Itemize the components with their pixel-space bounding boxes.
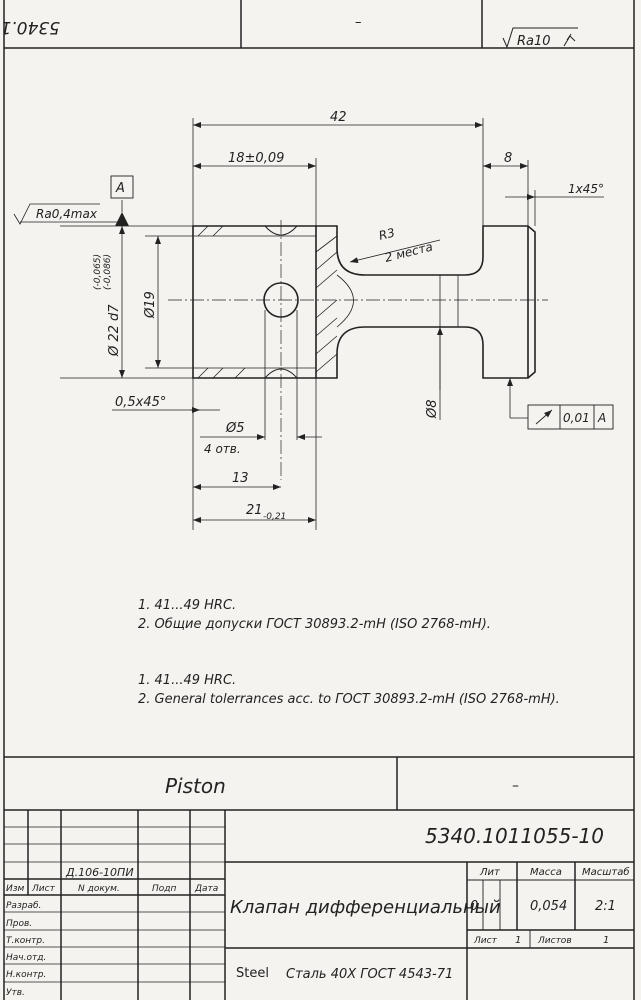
- datum-a-label: A: [115, 181, 125, 196]
- lit-value: 0: [470, 899, 478, 914]
- dia-8: Ø8: [425, 399, 440, 419]
- role-razrab: Разраб.: [6, 901, 41, 911]
- roughness-general: Ra10: [517, 34, 551, 49]
- header-data: Дата: [194, 884, 218, 894]
- header-podp: Подп: [152, 884, 176, 894]
- runout-datum: A: [597, 411, 606, 425]
- chamfer-1x45: 1x45°: [568, 182, 604, 196]
- dia-19: Ø19: [143, 291, 158, 319]
- role-nachotd: Нач.отд.: [6, 953, 46, 963]
- dim-21-tol: -0,21: [263, 512, 286, 522]
- piston-outline: [192, 225, 536, 379]
- note-en-2: 2. General tolerrances acc. to ГОСТ 3089…: [138, 692, 560, 707]
- title-name-en: Piston: [165, 774, 226, 798]
- sheets-value: 1: [603, 935, 609, 946]
- role-nkontr: Н.контр.: [6, 970, 46, 980]
- dim-21: 21: [246, 503, 263, 518]
- radius-note: 2 места: [383, 240, 434, 265]
- sheet-label: Лист: [473, 936, 498, 946]
- dia-5: Ø5: [225, 421, 245, 436]
- top-dash: –: [355, 15, 362, 30]
- sheets-label: Листов: [537, 936, 572, 946]
- note-en-1: 1. 41...49 HRC.: [138, 673, 236, 688]
- dia-22-tol-upper: (-0,065): [93, 254, 103, 290]
- header-n-dokum: N докум.: [78, 884, 120, 894]
- dim-8: 8: [504, 151, 512, 166]
- mass-label: Масса: [530, 867, 562, 878]
- scale-value: 2:1: [595, 899, 616, 914]
- radius-r3: R3: [377, 225, 396, 242]
- dim-18: 18±0,09: [228, 151, 284, 166]
- header-list: Лист: [31, 884, 56, 894]
- mass-value: 0,054: [530, 899, 567, 914]
- sheet-value: 1: [515, 935, 521, 946]
- roughness-general-symbol: [502, 27, 578, 49]
- dim-13: 13: [232, 471, 249, 486]
- top-doc-number: 5340.1011055-10: [0, 17, 60, 37]
- author-code: Д.106-10ПИ: [65, 866, 134, 879]
- role-utv: Утв.: [6, 988, 25, 998]
- runout-value: 0,01: [563, 411, 590, 425]
- lit-label: Лит: [479, 867, 501, 878]
- material-en: Steel: [236, 966, 269, 981]
- role-tkontr: Т.контр.: [6, 936, 45, 946]
- chamfer-05: 0,5x45°: [115, 395, 166, 410]
- dia-22-tol-lower: (-0,086): [103, 254, 113, 290]
- role-prov: Пров.: [6, 919, 32, 929]
- dim-42: 42: [330, 110, 347, 125]
- title-block: [4, 756, 634, 1000]
- note-ru-2: 2. Общие допуски ГОСТ 30893.2-mH (ISO 27…: [138, 617, 491, 632]
- material-ru: Сталь 40Х ГОСТ 4543-71: [286, 967, 453, 982]
- title-dash: –: [512, 778, 519, 794]
- scale-label: Масштаб: [582, 866, 630, 878]
- title-doc-number: 5340.1011055-10: [425, 824, 604, 848]
- holes-count: 4 отв.: [204, 442, 241, 456]
- title-name-ru: Клапан дифференциальный: [230, 897, 501, 918]
- note-ru-1: 1. 41...49 HRC.: [138, 598, 236, 613]
- dia-22: Ø 22 d7: [107, 304, 122, 357]
- header-izm: Изм: [6, 884, 25, 894]
- roughness-face: Ra0,4max: [36, 207, 98, 221]
